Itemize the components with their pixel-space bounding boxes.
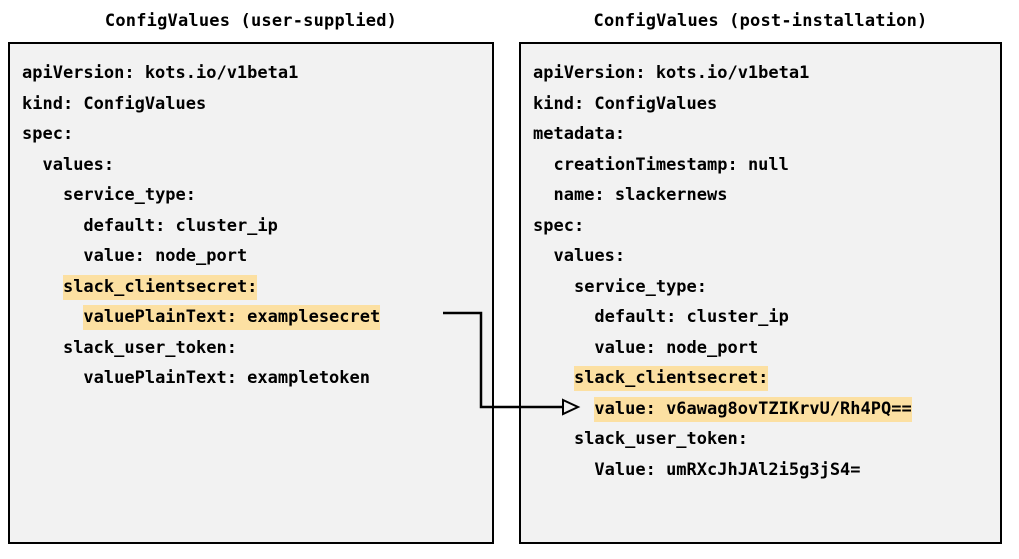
- left-yaml-code: apiVersion: kots.io/v1beta1 kind: ConfigV…: [22, 58, 488, 394]
- right-code-line: apiVersion: kots.io/v1beta1: [533, 58, 996, 89]
- right-panel-title: ConfigValues (post-installation): [593, 11, 928, 31]
- left-config-panel: apiVersion: kots.io/v1beta1 kind: ConfigV…: [8, 42, 494, 544]
- code-text: spec:: [22, 124, 74, 144]
- code-indent: [22, 368, 83, 388]
- code-indent: [533, 307, 594, 327]
- code-indent: [22, 246, 83, 266]
- code-indent: [533, 460, 594, 480]
- code-indent: [533, 429, 574, 449]
- code-text: value: node_port: [83, 246, 248, 266]
- code-text: default: cluster_ip: [83, 215, 278, 236]
- highlighted-code-text: value: v6awag8ovTZIKrvU/Rh4PQ==: [594, 396, 912, 422]
- code-text: service_type:: [62, 185, 197, 205]
- code-indent: [22, 307, 83, 327]
- right-code-line: creationTimestamp: null: [533, 150, 996, 181]
- code-text: spec:: [533, 215, 585, 236]
- left-code-line: values:: [22, 150, 488, 181]
- right-code-line: metadata:: [533, 119, 996, 150]
- code-text: value: node_port: [594, 337, 759, 358]
- code-text: apiVersion: kots.io/v1beta1: [22, 63, 299, 83]
- code-indent: [22, 185, 63, 205]
- code-text: slack_user_token:: [573, 429, 748, 449]
- code-indent: [22, 338, 63, 358]
- code-text: metadata:: [533, 124, 626, 144]
- highlighted-code-text: slack_clientsecret:: [573, 366, 769, 391]
- left-panel-title: ConfigValues (user-supplied): [104, 11, 398, 31]
- right-code-line: value: node_port: [533, 333, 996, 364]
- right-code-line: value: v6awag8ovTZIKrvU/Rh4PQ==: [533, 394, 996, 425]
- left-code-line: spec:: [22, 119, 488, 150]
- code-text: values:: [553, 246, 626, 266]
- code-indent: [22, 216, 83, 236]
- left-code-line: slack_user_token:: [22, 333, 488, 364]
- highlighted-code-text: slack_clientsecret:: [62, 274, 258, 300]
- code-text: service_type:: [573, 276, 708, 297]
- left-code-line: service_type:: [22, 180, 488, 211]
- code-indent: [533, 185, 553, 205]
- right-code-line: kind: ConfigValues: [533, 89, 996, 120]
- highlighted-code-text: valuePlainText: examplesecret: [83, 305, 381, 330]
- code-text: name: slackernews: [553, 185, 728, 205]
- right-code-line: slack_user_token:: [533, 424, 996, 455]
- code-text: slack_user_token:: [62, 337, 237, 358]
- code-indent: [533, 277, 574, 297]
- code-text: default: cluster_ip: [594, 307, 789, 327]
- left-code-line: slack_clientsecret:: [22, 272, 488, 303]
- code-text: kind: ConfigValues: [533, 93, 718, 114]
- code-text: values:: [42, 154, 115, 175]
- right-code-line: values:: [533, 241, 996, 272]
- code-text: apiVersion: kots.io/v1beta1: [533, 63, 810, 83]
- right-code-line: service_type:: [533, 272, 996, 303]
- code-indent: [22, 155, 42, 175]
- left-code-line: apiVersion: kots.io/v1beta1: [22, 58, 488, 89]
- code-text: kind: ConfigValues: [22, 93, 207, 114]
- left-code-line: kind: ConfigValues: [22, 89, 488, 120]
- left-code-line: default: cluster_ip: [22, 211, 488, 242]
- right-code-line: default: cluster_ip: [533, 302, 996, 333]
- left-code-line: value: node_port: [22, 241, 488, 272]
- code-text: valuePlainText: exampletoken: [83, 368, 370, 388]
- right-code-line: spec:: [533, 211, 996, 242]
- code-indent: [533, 338, 594, 358]
- code-indent: [22, 277, 63, 297]
- right-code-line: name: slackernews: [533, 180, 996, 211]
- code-indent: [533, 155, 553, 175]
- code-indent: [533, 399, 594, 419]
- code-indent: [533, 246, 553, 266]
- right-code-line: slack_clientsecret:: [533, 363, 996, 394]
- left-code-line: valuePlainText: examplesecret: [22, 302, 488, 333]
- left-code-line: valuePlainText: exampletoken: [22, 363, 488, 394]
- code-text: creationTimestamp: null: [553, 154, 789, 175]
- code-indent: [533, 368, 574, 388]
- right-yaml-code: apiVersion: kots.io/v1beta1 kind: ConfigV…: [533, 58, 996, 485]
- right-code-line: Value: umRXcJhJAl2i5g3jS4=: [533, 455, 996, 486]
- code-text: Value: umRXcJhJAl2i5g3jS4=: [594, 459, 861, 480]
- right-config-panel: apiVersion: kots.io/v1beta1 kind: ConfigV…: [519, 42, 1002, 544]
